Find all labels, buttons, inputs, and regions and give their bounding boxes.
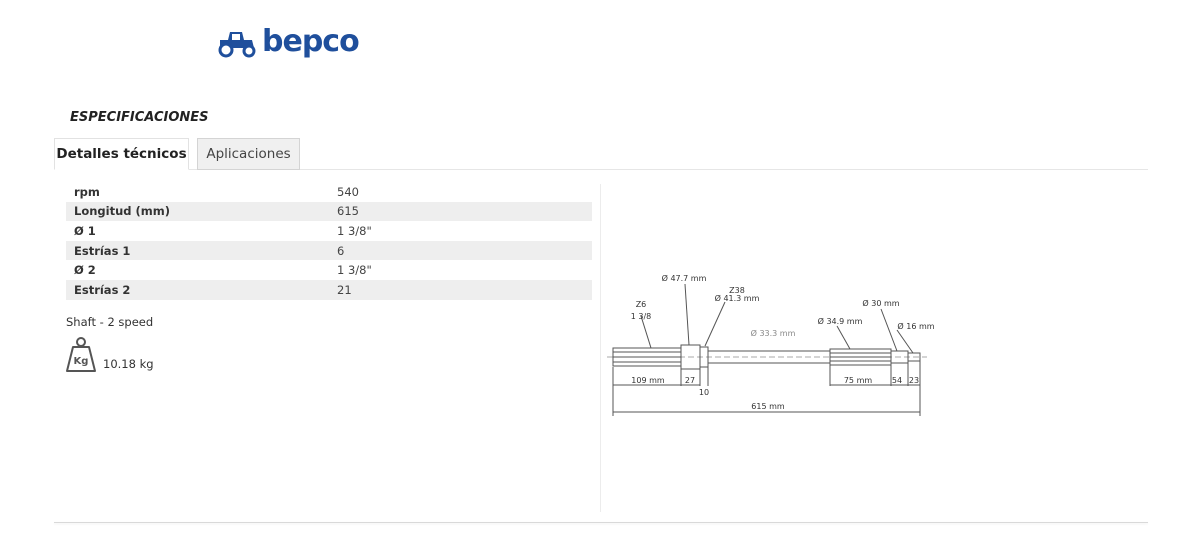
dim-label: 10 [699,388,709,397]
dim-label: Z38 [729,286,745,295]
spec-key: Longitud (mm) [74,204,170,219]
dim-label: 75 mm [844,376,873,385]
spec-key: Estrías 2 [74,282,131,297]
spec-row-diameter-2: Ø 2 1 3/8" [66,260,592,280]
dim-label: Ø 34.9 mm [818,316,863,326]
section-title: ESPECIFICACIONES [70,110,209,125]
weight-icon-label: Kg [74,356,89,367]
dim-label: Ø 33.3 mm [751,328,796,338]
dim-label: Z6 [636,300,647,309]
spec-key: rpm [74,184,100,199]
spec-key: Ø 2 [74,263,96,278]
spec-value: 6 [337,243,345,258]
weight-icon: Kg [66,337,96,372]
dim-label: 1 3/8 [631,312,652,321]
dim-label: Ø 30 mm [862,298,899,308]
spec-row-splines-1: Estrías 1 6 [66,240,592,261]
spec-row-rpm: rpm 540 [66,182,592,202]
dim-label: 615 mm [751,402,785,411]
column-divider [600,184,601,512]
spec-key: Ø 1 [74,223,96,238]
spec-value: 540 [337,184,359,199]
brand-name: bepco [262,24,360,59]
spec-row-length: Longitud (mm) 615 [66,201,592,222]
spec-row-splines-2: Estrías 2 21 [66,279,592,300]
dim-label: Ø 41.3 mm [715,293,760,303]
spec-value: 1 3/8" [337,263,372,278]
spec-value: 1 3/8" [337,223,372,238]
spec-value: 615 [337,204,359,219]
weight-info: Kg 10.18 kg [65,336,154,374]
spec-table: rpm 540 Longitud (mm) 615 Ø 1 1 3/8" Est… [66,182,592,300]
shaft-drawing: Ø 47.7 mm Z38 Ø 41.3 mm Z6 1 3/8 Ø 33.3 … [607,273,935,416]
dim-label: 109 mm [631,376,665,385]
dim-label: Ø 47.7 mm [662,273,707,283]
dim-label: Ø 16 mm [897,321,934,331]
dim-label: 23 [909,376,919,385]
tab-technical-details[interactable]: Detalles técnicos [54,138,189,170]
dim-label: 54 [892,376,902,385]
dim-label: 27 [685,376,695,385]
bottom-rule [54,522,1148,523]
brand-logo[interactable]: bepco [216,22,360,62]
weight-value: 10.18 kg [103,357,154,371]
product-description: Shaft - 2 speed [66,315,154,329]
tab-applications[interactable]: Aplicaciones [197,138,300,170]
spec-row-diameter-1: Ø 1 1 3/8" [66,221,592,241]
tab-bar: Detalles técnicos Aplicaciones [54,138,1148,170]
spec-value: 21 [337,282,352,297]
spec-key: Estrías 1 [74,243,131,258]
tractor-icon [218,32,256,58]
